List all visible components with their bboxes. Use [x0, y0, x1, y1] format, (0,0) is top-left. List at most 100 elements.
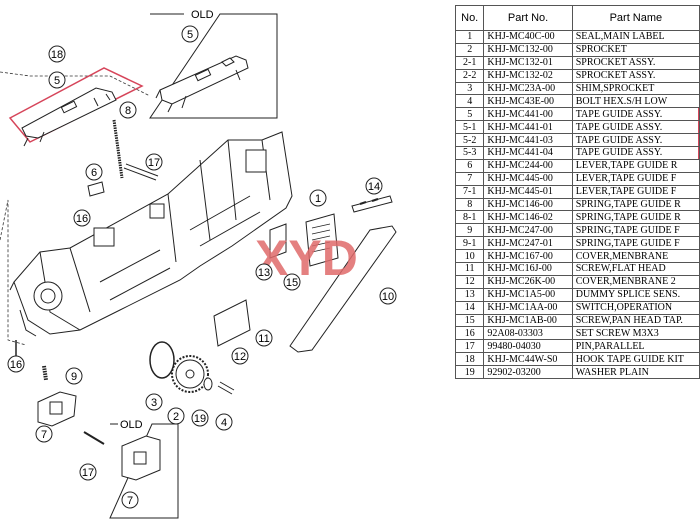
table-cell-part-no: 92902-03200	[483, 365, 573, 380]
table-cell-part-name: SPROCKET ASSY.	[571, 55, 700, 70]
table-cell-no: 4	[454, 94, 485, 109]
switch-plate	[351, 195, 393, 213]
table-cell-part-name: SHIM,SPROCKET	[571, 81, 700, 96]
callout-circle	[65, 367, 83, 385]
header-no: No.	[454, 5, 485, 31]
callout-number: 16	[10, 359, 22, 371]
table-cell-part-no: KHJ-MC441-04	[483, 146, 573, 160]
table-cell-part-no: KHJ-MC244-00	[483, 158, 573, 173]
callout-number: 8	[125, 105, 131, 117]
table-cell-part-no: KHJ-MC1AA-00	[483, 300, 573, 315]
callout-circle	[35, 425, 53, 443]
table-cell-part-name: SEAL,MAIN LABEL	[571, 30, 700, 44]
table-cell-no: 2-2	[454, 68, 485, 83]
callout-number: 5	[187, 29, 193, 41]
shim	[149, 341, 175, 379]
table-cell-no: 15	[454, 313, 485, 328]
callout-circle	[283, 273, 301, 291]
table-cell-part-name: TAPE GUIDE ASSY.	[571, 146, 700, 160]
table-header-row: No. Part No. Part Name	[454, 5, 700, 31]
washer-bolt	[203, 377, 235, 395]
dashed-guide	[0, 71, 151, 346]
callout-circle	[48, 71, 66, 89]
table-cell-part-no: KHJ-MC43E-00	[483, 94, 573, 109]
table-cell-no: 9	[454, 223, 485, 238]
callout-number: 18	[51, 49, 63, 61]
table-cell-part-name: SET SCREW M3X3	[571, 326, 700, 341]
table-cell-part-name: HOOK TAPE GUIDE KIT	[571, 352, 700, 367]
callout-circle	[73, 209, 91, 227]
callout-number: 10	[382, 291, 394, 303]
table-cell-part-name: LEVER,TAPE GUIDE F	[571, 184, 700, 199]
table-cell-part-name: LEVER,TAPE GUIDE R	[571, 158, 700, 173]
table-cell-no: 18	[454, 352, 485, 367]
table-cell-part-no: KHJ-MC445-00	[483, 171, 573, 186]
callout-circle	[85, 163, 103, 181]
table-cell-part-name: SCREW,FLAT HEAD	[571, 262, 700, 276]
callout-number: 4	[221, 417, 227, 429]
sprocket	[171, 355, 209, 393]
callout-circle	[145, 393, 163, 411]
table-cell-part-no: KHJ-MC247-00	[483, 223, 573, 238]
callout-circle	[309, 189, 327, 207]
callout-circle	[255, 329, 273, 347]
callout-number: 2	[173, 411, 179, 423]
callout-circle	[215, 413, 233, 431]
table-cell-part-name: SPRING,TAPE GUIDE R	[571, 210, 700, 225]
callout-number: 11	[258, 333, 269, 345]
tape-guide-highlight	[8, 67, 144, 147]
callout-number: 17	[82, 467, 94, 479]
table-cell-no: 1	[454, 30, 485, 44]
table-cell-part-name: SPRING,TAPE GUIDE R	[571, 197, 700, 212]
table-cell-part-no: KHJ-MC44W-S0	[483, 352, 573, 367]
callout-number: 7	[127, 495, 133, 507]
table-cell-part-no: KHJ-MC1A5-00	[483, 287, 573, 302]
label-plate	[305, 213, 339, 267]
table-cell-no: 8-1	[454, 210, 485, 225]
table-cell-part-no: KHJ-MC247-01	[483, 236, 573, 251]
table-cell-part-name: LEVER,TAPE GUIDE F	[571, 171, 700, 186]
watermark: XYD	[255, 230, 358, 286]
table-cell-part-name: TAPE GUIDE ASSY.	[571, 133, 700, 148]
old-label-top: OLD	[191, 9, 214, 21]
callout-circle	[379, 287, 397, 305]
table-cell-part-no: KHJ-MC23A-00	[483, 81, 573, 96]
table-cell-part-name: SCREW,PAN HEAD TAP.	[571, 313, 700, 328]
table-cell-no: 5-2	[454, 133, 485, 148]
table-cell-part-name: SWITCH,OPERATION	[571, 300, 700, 315]
dummy-sensor	[269, 223, 287, 259]
table-cell-part-name: SPROCKET	[571, 42, 700, 57]
table-cell-part-name: SPRING,TAPE GUIDE F	[571, 236, 700, 251]
table-cell-part-no: KHJ-MC441-03	[483, 133, 573, 148]
callout-number: 13	[258, 267, 270, 279]
table-cell-part-no: KHJ-MC167-00	[483, 249, 573, 264]
callout-number: 6	[91, 167, 97, 179]
table-cell-no: 16	[454, 326, 485, 341]
table-cell-no: 5-3	[454, 146, 485, 160]
table-cell-no: 17	[454, 339, 485, 354]
callout-circle	[48, 45, 66, 63]
callout-number: 5	[54, 75, 60, 87]
table-cell-part-no: KHJ-MC16J-00	[483, 262, 573, 276]
table-cell-no: 5-1	[454, 120, 485, 135]
